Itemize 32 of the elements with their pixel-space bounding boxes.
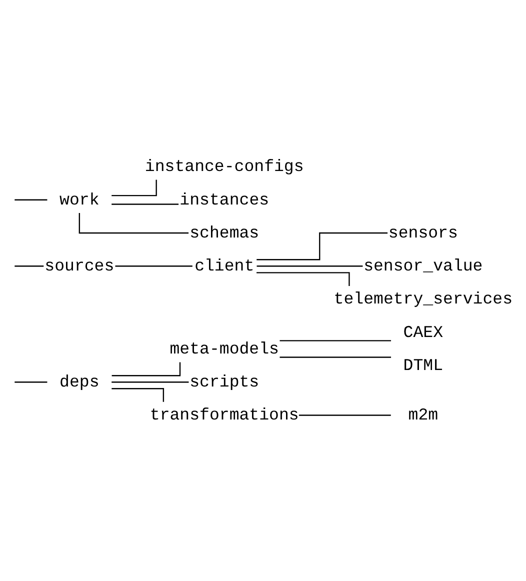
- connector: [112, 179, 157, 196]
- node-text: scripts: [190, 372, 260, 391]
- connector: [280, 356, 392, 358]
- node-text: sensors: [388, 222, 458, 242]
- connector: [112, 362, 181, 376]
- connector: [112, 381, 189, 382]
- connector: [115, 265, 192, 266]
- node-text: sources: [44, 256, 114, 276]
- node-text: instance-configs: [144, 156, 304, 176]
- connector: [112, 388, 164, 402]
- node-text: transformations: [150, 405, 299, 424]
- connector: [298, 414, 391, 416]
- node-text: schemas: [190, 222, 260, 242]
- node-text: sensor_value: [364, 256, 483, 276]
- node-text: client: [194, 256, 254, 276]
- connector: [112, 203, 179, 204]
- connector: [280, 340, 392, 341]
- node-text: CAEX: [403, 322, 444, 342]
- connector: [256, 272, 350, 286]
- connector: [14, 265, 44, 266]
- node-text: work: [60, 190, 100, 209]
- connector: [14, 381, 48, 382]
- connector: [78, 212, 189, 234]
- node-text: deps: [60, 372, 100, 391]
- node-text: meta-models: [170, 338, 279, 358]
- node-text: m2m: [408, 405, 438, 424]
- connector: [256, 232, 388, 260]
- connector: [14, 198, 48, 200]
- connector: [256, 265, 363, 266]
- node-text: instances: [180, 190, 270, 209]
- node-text: DTML: [403, 355, 444, 374]
- node-text: telemetry_services: [334, 289, 513, 308]
